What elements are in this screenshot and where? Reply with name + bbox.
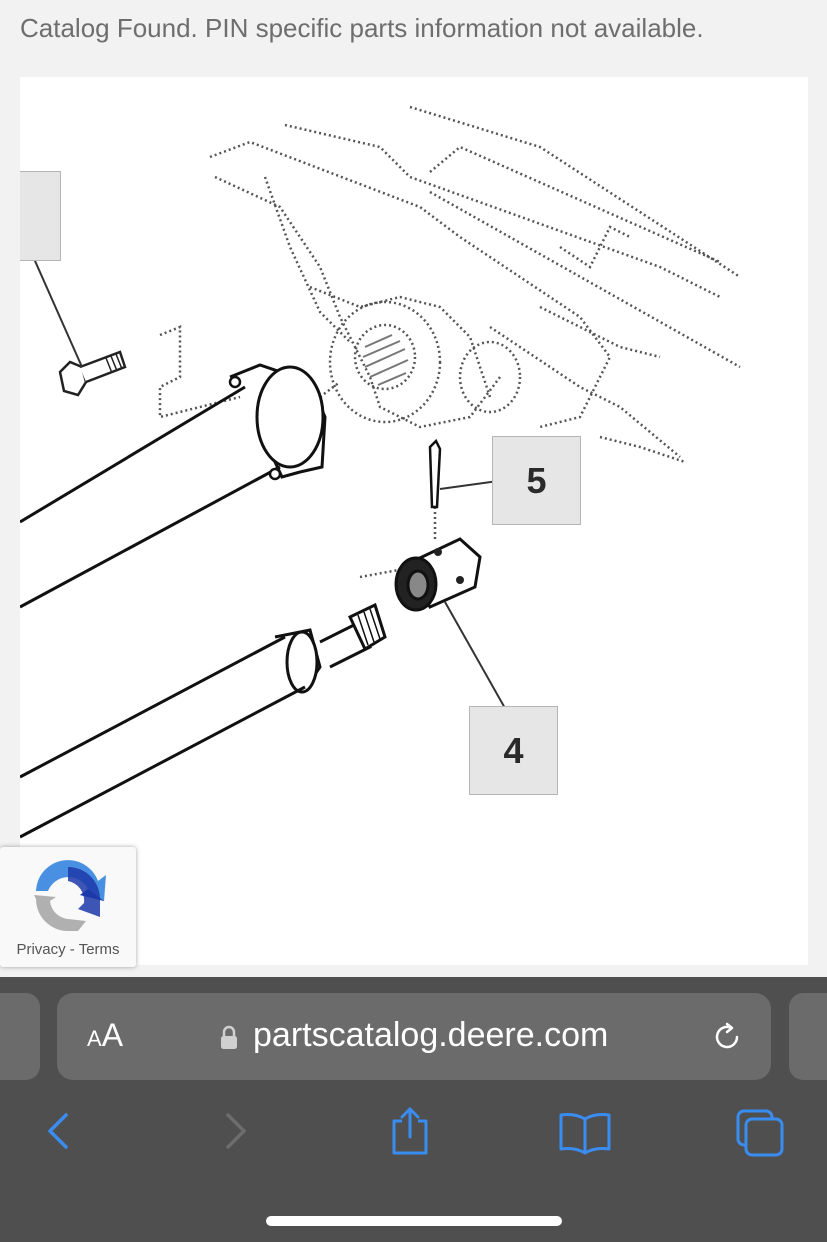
browser-toolbar: AA partscatalog.deere.com [0,977,827,1242]
chevron-right-icon [226,1113,246,1149]
exploded-view-drawing [20,105,741,839]
callout-4[interactable]: 4 [469,706,558,795]
recaptcha-badge[interactable]: Privacy - Terms [0,847,136,967]
tabs-icon [736,1109,784,1157]
tabs-button[interactable] [730,1105,790,1161]
bookmarks-button[interactable] [555,1105,615,1161]
home-indicator[interactable] [266,1216,562,1226]
chevron-left-icon [48,1113,68,1149]
recaptcha-links: Privacy - Terms [0,941,136,958]
share-button[interactable] [380,1105,440,1161]
reader-aa-button[interactable]: AA [87,1017,123,1057]
next-tab-preview[interactable] [789,993,827,1080]
terms-link[interactable]: Terms [78,941,120,958]
recaptcha-logo-icon [34,860,106,931]
callout-3[interactable]: 3 [20,171,61,261]
callout-5[interactable]: 5 [492,436,581,525]
previous-tab-preview[interactable] [0,993,40,1080]
link-separator: - [65,941,79,958]
forward-button[interactable] [212,1105,272,1161]
book-icon [559,1113,611,1155]
lock-icon [221,1025,237,1049]
url-text[interactable]: partscatalog.deere.com [253,1016,609,1054]
aa-big: A [101,1017,124,1053]
privacy-link[interactable]: Privacy [16,941,66,958]
address-bar[interactable]: AA partscatalog.deere.com [57,993,771,1080]
reload-icon[interactable] [709,1019,745,1055]
share-icon [392,1107,428,1155]
parts-diagram: 3 5 4 [20,77,808,965]
back-button[interactable] [36,1105,96,1161]
aa-small: A [87,1026,102,1051]
catalog-notice: Catalog Found. PIN specific parts inform… [20,13,704,43]
